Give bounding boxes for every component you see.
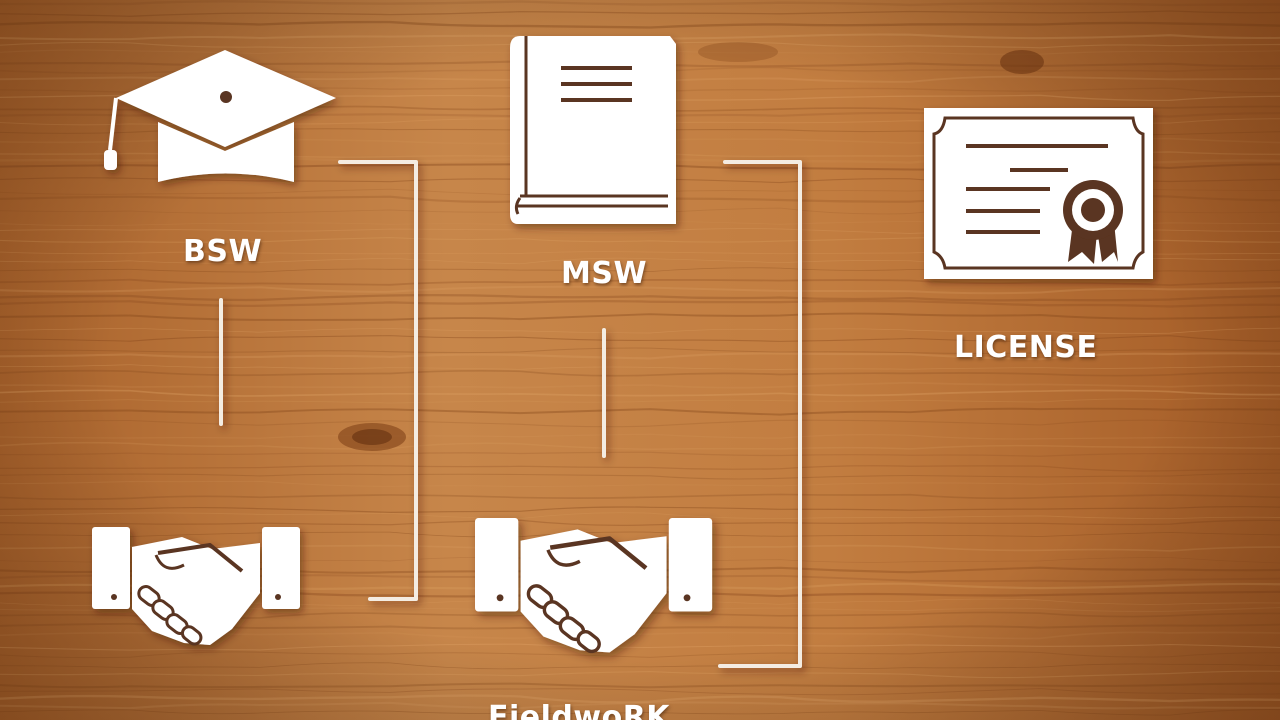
handshake-icon [475, 518, 713, 654]
bsw-to-fieldwork-bracket [338, 160, 418, 601]
msw-to-fieldwork-bracket [718, 160, 802, 668]
connectors [219, 160, 802, 668]
bsw-label: BSW [183, 234, 263, 269]
book-icon [510, 36, 676, 224]
msw-label: MSW [561, 256, 648, 291]
fieldwork-label: FieldwoRK [488, 700, 671, 720]
certificate-icon [924, 108, 1153, 279]
handshake-icon [92, 527, 300, 646]
license-label: LICENSE [954, 330, 1098, 365]
graduation-cap-icon [104, 50, 336, 182]
